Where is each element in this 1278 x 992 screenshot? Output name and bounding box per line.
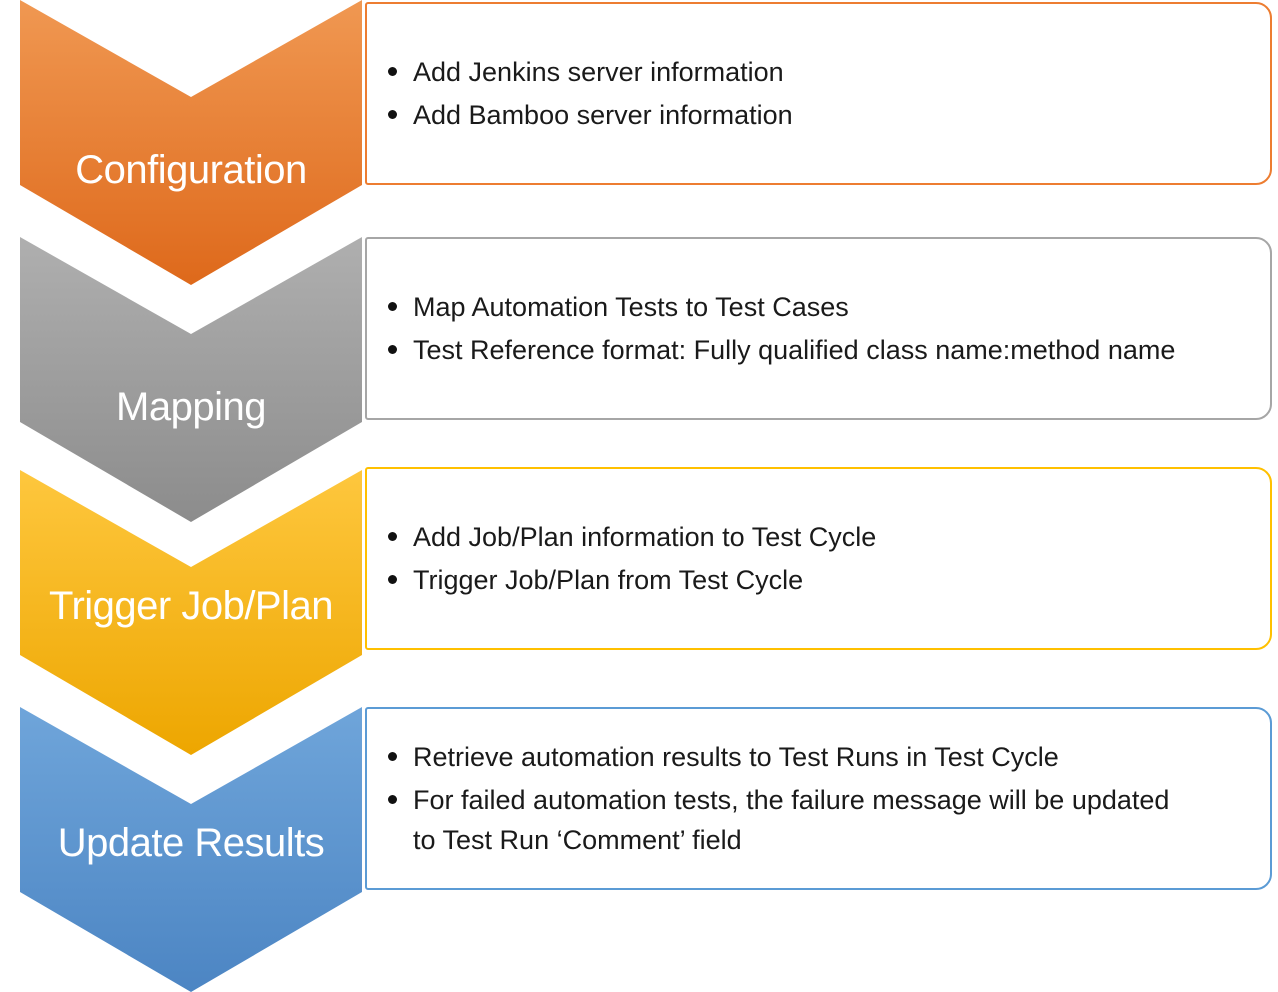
bullet-item: Add Bamboo server information — [387, 95, 793, 135]
bullet-item: Add Job/Plan information to Test Cycle — [387, 517, 876, 557]
bullet-dot-icon — [388, 302, 397, 311]
bullet-item: Test Reference format: Fully qualified c… — [387, 330, 1175, 370]
bullet-item: Add Jenkins server information — [387, 52, 793, 92]
bullet-text: Add Bamboo server information — [413, 100, 793, 130]
bullet-dot-icon — [388, 795, 397, 804]
bullet-list: Add Jenkins server information Add Bambo… — [367, 49, 885, 138]
chevron-configuration: Configuration — [20, 0, 362, 285]
bullet-text: Retrieve automation results to Test Runs… — [413, 742, 1059, 772]
bullet-dot-icon — [388, 345, 397, 354]
bullet-item: Map Automation Tests to Test Cases — [387, 287, 1175, 327]
bullet-item: Retrieve automation results to Test Runs… — [387, 737, 1178, 777]
bullet-list: Map Automation Tests to Test Cases Test … — [367, 284, 1267, 373]
detail-box-update-results: Retrieve automation results to Test Runs… — [365, 707, 1272, 890]
bullet-dot-icon — [388, 752, 397, 761]
bullet-text: For failed automation tests, the failure… — [413, 785, 1170, 855]
bullet-text: Add Job/Plan information to Test Cycle — [413, 522, 877, 552]
bullet-text: Test Reference format: Fully qualified c… — [413, 335, 1176, 365]
bullet-dot-icon — [388, 532, 397, 541]
bullet-dot-icon — [388, 110, 397, 119]
chevron-label: Trigger Job/Plan — [49, 584, 334, 628]
detail-box-configuration: Add Jenkins server information Add Bambo… — [365, 2, 1272, 185]
bullet-item: Trigger Job/Plan from Test Cycle — [387, 560, 876, 600]
bullet-dot-icon — [388, 575, 397, 584]
bullet-dot-icon — [388, 67, 397, 76]
bullet-text: Map Automation Tests to Test Cases — [413, 292, 849, 322]
bullet-item: For failed automation tests, the failure… — [387, 780, 1178, 860]
detail-box-trigger-job-plan: Add Job/Plan information to Test Cycle T… — [365, 467, 1272, 650]
detail-box-mapping: Map Automation Tests to Test Cases Test … — [365, 237, 1272, 420]
bullet-list: Retrieve automation results to Test Runs… — [367, 734, 1270, 863]
chevron-label: Update Results — [57, 821, 325, 865]
bullet-text: Add Jenkins server information — [413, 57, 784, 87]
bullet-list: Add Job/Plan information to Test Cycle T… — [367, 514, 968, 603]
chevron-label: Configuration — [75, 148, 307, 192]
chevron-label: Mapping — [116, 385, 266, 429]
bullet-text: Trigger Job/Plan from Test Cycle — [413, 565, 804, 595]
